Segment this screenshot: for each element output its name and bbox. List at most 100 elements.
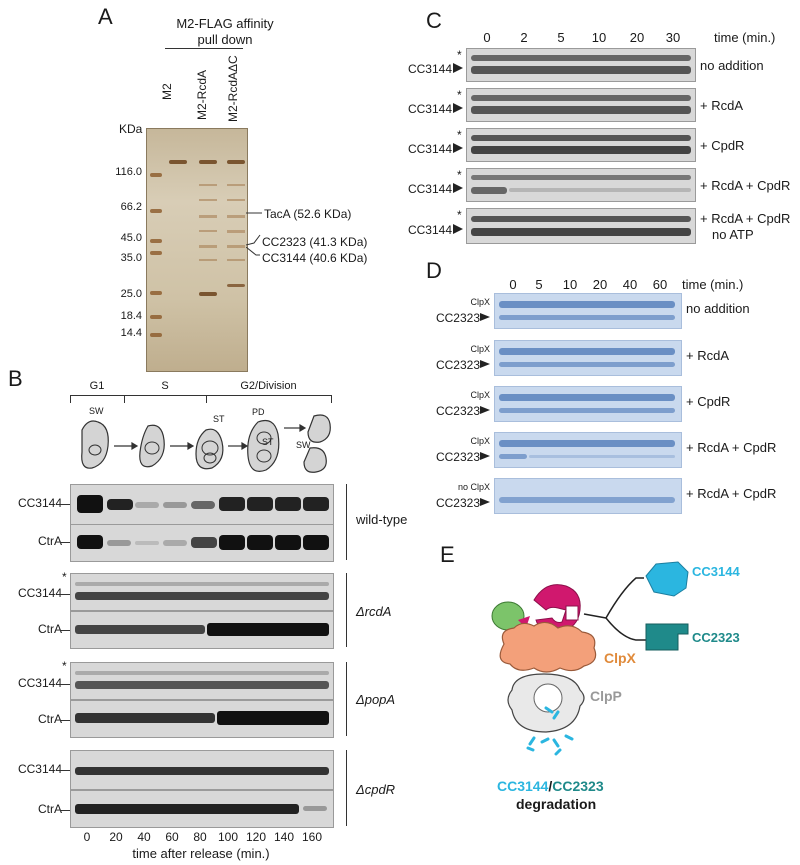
panel-a-letter: A [98, 4, 113, 29]
d-arrow-1 [480, 313, 490, 321]
c-protein-4: CC3144 [407, 182, 452, 196]
panel-a-marker-144: 14.4 [120, 327, 142, 339]
e-clpp: ClpP [590, 688, 622, 704]
cpdr-ctra-label: CtrA [38, 802, 62, 816]
c-protein-5: CC3144 [407, 223, 452, 237]
c-cond-1: no addition [700, 58, 764, 73]
e-bottom-cc3144: CC3144 [497, 778, 549, 794]
d-gel-cpdr [494, 386, 682, 422]
e-bottom-degradation: degradation [516, 796, 597, 812]
b-time-100: 100 [217, 830, 239, 844]
c-arrow-1 [453, 63, 463, 73]
e-clpx: ClpX [604, 650, 636, 666]
wt-ctra-label: CtrA [38, 534, 62, 548]
strain-wild-type: wild-type [356, 512, 408, 527]
blot-cpdr-cc3144 [70, 750, 334, 790]
phase-bracket [70, 395, 332, 396]
blot-popa-cc3144 [70, 662, 334, 700]
c-time-5: 5 [557, 30, 565, 45]
e-sub2: CC2323 [692, 630, 740, 645]
e-diagram [491, 561, 689, 756]
strain-popa: ΔpopA [356, 692, 396, 707]
d-cond-1: no addition [686, 301, 750, 316]
panel-a-gel [146, 128, 248, 372]
d-protein-5: CC2323 [435, 496, 480, 510]
d-clpx-3: ClpX [470, 390, 490, 400]
c-blot-rcda [466, 88, 696, 122]
blot-wt-ctra [70, 524, 334, 562]
panel-a-marker-184: 18.4 [120, 310, 142, 322]
c-asterisk-2: * [457, 88, 462, 102]
d-protein-2: CC2323 [435, 358, 480, 372]
b-time-40: 40 [137, 830, 151, 844]
cell-label-st1: ST [213, 414, 225, 424]
d-arrow-2 [480, 360, 490, 368]
c-blot-cpdr [466, 128, 696, 162]
d-protein-3: CC2323 [435, 404, 480, 418]
phase-s: S [161, 380, 169, 392]
panel-a-annot-cc3144: CC3144 (40.6 KDa) [262, 251, 368, 265]
panel-a-marker-25: 25.0 [120, 288, 142, 300]
panel-e-letter: E [440, 542, 455, 567]
c-time-10: 10 [591, 30, 607, 45]
b-time-140: 140 [273, 830, 295, 844]
blot-cpdr-ctra [70, 790, 334, 828]
c-protein-2: CC3144 [407, 102, 452, 116]
panel-d-letter: D [426, 258, 442, 283]
e-bottom-slash: / [548, 778, 553, 794]
panel-a-kda-label: KDa [119, 122, 143, 136]
phase-g2: G2/Division [240, 380, 297, 392]
c-blot-no-atp [466, 208, 696, 244]
c-blot-rcda-cpdr [466, 168, 696, 202]
cell-label-sw1: SW [89, 406, 104, 416]
d-arrow-3 [480, 406, 490, 414]
d-cond-4: + RcdA + CpdR [686, 440, 777, 455]
e-bottom-cc2323: CC2323 [552, 778, 604, 794]
d-gel-no-clpx [494, 478, 682, 514]
panel-a-annot-taca: TacA (52.6 KDa) [264, 207, 352, 221]
popa-asterisk: * [62, 659, 67, 673]
panel-a-header-line2: pull down [197, 32, 253, 47]
c-asterisk-5: * [457, 208, 462, 222]
panel-a-marker-45: 45.0 [120, 232, 142, 244]
cell-label-sw2: SW [296, 440, 311, 450]
strain-cpdr: ΔcpdR [356, 782, 396, 797]
rcda-ctra-label: CtrA [38, 622, 62, 636]
d-time-5: 5 [535, 277, 543, 292]
c-time-30: 30 [665, 30, 681, 45]
d-clpx-1: ClpX [470, 297, 490, 307]
panel-a-marker-66: 66.2 [120, 201, 142, 213]
c-cond-5: + RcdA + CpdR [700, 211, 791, 226]
cell-label-st2: ST [262, 437, 274, 447]
popa-cc3144-label: CC3144 [17, 676, 62, 690]
d-clpx-2: ClpX [470, 344, 490, 354]
d-arrow-4 [480, 452, 490, 460]
c-cond-5-line2: no ATP [712, 227, 754, 242]
panel-a-marker-35: 35.0 [120, 252, 142, 264]
panel-a-annotation-lines [246, 212, 262, 256]
c-arrow-5 [453, 224, 463, 234]
cell-cycle-diagram [81, 414, 331, 473]
b-time-160: 160 [301, 830, 323, 844]
c-cond-2: + RcdA [700, 98, 743, 113]
rcda-cc3144-label: CC3144 [17, 586, 62, 600]
blot-wt-cc3144 [70, 484, 334, 526]
e-sub1: CC3144 [692, 564, 740, 579]
d-no-clpx: no ClpX [457, 482, 490, 492]
wt-cc3144-label: CC3144 [17, 496, 62, 510]
d-protein-4: CC2323 [435, 450, 480, 464]
blot-rcda-cc3144 [70, 573, 334, 611]
b-time-0: 0 [83, 830, 91, 844]
panel-a-gel-bands [150, 160, 245, 337]
panel-c-letter: C [426, 8, 442, 33]
cpdr-cc3144-label: CC3144 [17, 762, 62, 776]
rcda-asterisk: * [62, 570, 67, 584]
d-protein-1: CC2323 [435, 311, 480, 325]
b-time-80: 80 [193, 830, 207, 844]
c-time-0: 0 [483, 30, 491, 45]
d-time-10: 10 [562, 277, 578, 292]
c-asterisk-1: * [457, 48, 462, 62]
d-time-40: 40 [622, 277, 638, 292]
c-time-label: time (min.) [714, 30, 776, 45]
panel-a-lane-3: M2-RcdAΔC [226, 55, 240, 122]
